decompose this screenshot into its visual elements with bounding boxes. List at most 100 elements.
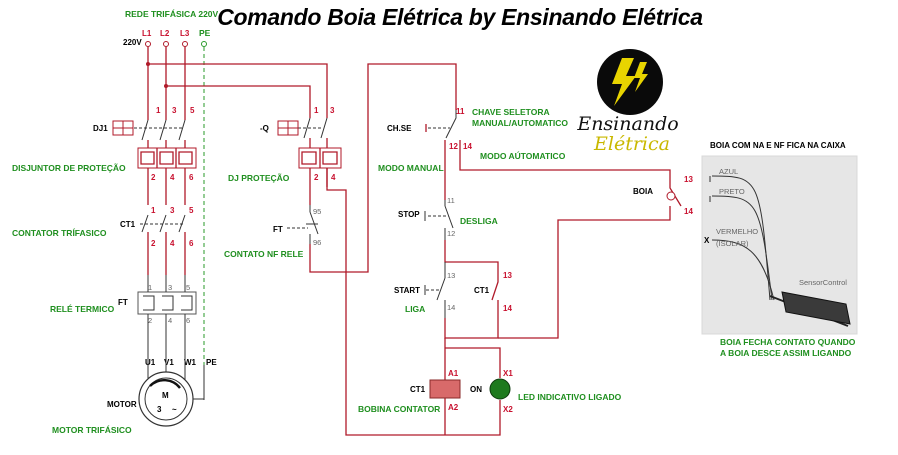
svg-text:11: 11 [447, 196, 455, 205]
control-feed-wires [148, 63, 328, 100]
ct1-tag: CT1 [120, 220, 136, 229]
svg-text:U1: U1 [145, 358, 156, 367]
svg-text:6: 6 [189, 173, 194, 182]
svg-text:V1: V1 [164, 358, 174, 367]
coil-tag: CT1 [410, 385, 426, 394]
svg-text:96: 96 [313, 238, 321, 247]
float-body-icon [781, 291, 851, 325]
start-description: LIGA [405, 304, 425, 314]
svg-text:X1: X1 [503, 369, 513, 378]
boia-tag: BOIA [633, 187, 653, 196]
terminal-pe [201, 41, 207, 47]
svg-text:4: 4 [168, 316, 172, 325]
selector-switch [445, 110, 457, 139]
wire-red-label: VERMELHO [716, 227, 758, 236]
q-contacts [303, 117, 328, 139]
svg-text:11: 11 [456, 107, 465, 116]
svg-text:1: 1 [148, 283, 152, 292]
rotation-arrow-icon [149, 379, 181, 389]
ft-nc-contact [309, 205, 319, 244]
ct1-description: CONTATOR TRÍFASICO [12, 228, 107, 238]
svg-text:3: 3 [330, 106, 335, 115]
start-button-contact [436, 262, 446, 318]
sensor-brand: SensorControl [799, 278, 847, 287]
svg-text:2: 2 [148, 316, 152, 325]
svg-text:4: 4 [331, 173, 336, 182]
svg-text:2: 2 [151, 173, 156, 182]
control-return-wire [326, 168, 501, 436]
svg-text:6: 6 [186, 316, 190, 325]
coil-description: BOBINA CONTATOR [358, 404, 440, 414]
page-title: Comando Boia Elétrica by Ensinando Elétr… [217, 4, 703, 30]
wire-blue-label: AZUL [719, 167, 738, 176]
svg-text:1: 1 [156, 106, 161, 115]
svg-text:14: 14 [463, 142, 472, 151]
svg-text:3: 3 [172, 106, 177, 115]
float-note-2: A BOIA DESCE ASSIM LIGANDO [720, 348, 852, 358]
stop-description: DESLIGA [460, 216, 498, 226]
motor-ac-symbol: ~ [172, 405, 177, 414]
float-switch-contact [498, 178, 682, 339]
svg-text:14: 14 [684, 207, 693, 216]
svg-text:14: 14 [503, 304, 512, 313]
svg-text:4: 4 [170, 173, 175, 182]
svg-text:14: 14 [447, 303, 455, 312]
svg-text:5: 5 [190, 106, 195, 115]
dj1-description: DISJUNTOR DE PROTEÇÃO [12, 163, 126, 173]
svg-text:4: 4 [170, 239, 175, 248]
ct1-hold-tag: CT1 [474, 286, 490, 295]
terminal-l1 [145, 41, 151, 47]
phase-l2-label: L2 [160, 29, 170, 38]
svg-text:2: 2 [314, 173, 319, 182]
motor-symbol: M [162, 391, 169, 400]
svg-text:A2: A2 [448, 403, 459, 412]
svg-text:W1: W1 [184, 358, 197, 367]
wire-black-label: PRETO [719, 187, 745, 196]
ct1-hold-contact [444, 270, 499, 339]
float-title: BOIA COM NA E NF FICA NA CAIXA [710, 141, 846, 150]
ft-description: RELÉ TERMICO [50, 304, 115, 314]
mode-manual-label: MODO MANUAL [378, 163, 444, 173]
q-tag: -Q [260, 124, 269, 133]
svg-text:13: 13 [503, 271, 512, 280]
svg-text:13: 13 [684, 175, 693, 184]
motor-tag: MOTOR [107, 400, 137, 409]
ft-control-description: CONTATO NF RELE [224, 249, 304, 259]
svg-text:95: 95 [313, 207, 321, 216]
led-indicator-icon [489, 378, 511, 400]
selector-description-2: MANUAL/AUTOMATICO [472, 118, 568, 128]
ct1-power-contacts [141, 214, 186, 233]
network-label: REDE TRIFÁSICA 220V [125, 9, 219, 19]
thermal-relay-block [137, 291, 197, 315]
float-note-1: BOIA FECHA CONTATO QUANDO [720, 337, 856, 347]
logo-text-eletrica: Elétrica [593, 133, 670, 155]
float-icon [666, 191, 676, 201]
ft-control-tag: FT [273, 225, 283, 234]
lightning-icon [612, 58, 636, 106]
brand-logo: Ensinando Elétrica [576, 49, 679, 155]
terminal-l3 [182, 41, 188, 47]
svg-text:12: 12 [447, 229, 455, 238]
q-description: DJ PROTEÇÃO [228, 173, 290, 183]
svg-text:A1: A1 [448, 369, 459, 378]
svg-text:1: 1 [314, 106, 319, 115]
auto-mode-wire [459, 140, 671, 178]
phase-l3-label: L3 [180, 29, 190, 38]
svg-text:3: 3 [170, 206, 175, 215]
earth-label: PE [199, 28, 211, 38]
motor-phase-count: 3 [157, 405, 162, 414]
logo-text-ensinando: Ensinando [576, 113, 678, 135]
float-sensor-image: AZUL PRETO VERMELHO (ISOLAR) X SensorCon… [701, 155, 858, 335]
svg-text:PE: PE [206, 358, 217, 367]
control-phase-wire [309, 63, 457, 273]
start-tag: START [394, 286, 420, 295]
svg-text:3: 3 [168, 283, 172, 292]
stop-tag: STOP [398, 210, 420, 219]
phase-l1-label: L1 [142, 29, 152, 38]
stop-button-contact [444, 200, 454, 240]
svg-text:1: 1 [151, 206, 156, 215]
motor-description: MOTOR TRIFÁSICO [52, 425, 132, 435]
ft-tag: FT [118, 298, 128, 307]
selector-description-1: CHAVE SELETORA [472, 107, 550, 117]
